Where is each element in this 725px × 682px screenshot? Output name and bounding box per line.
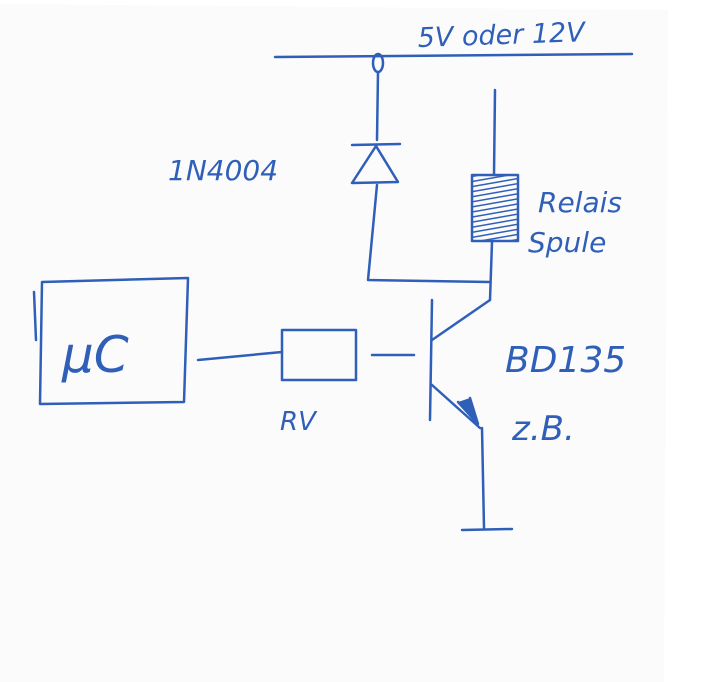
- diode-symbol: [350, 142, 402, 185]
- transistor-note: z.B.: [511, 409, 575, 449]
- transistor-symbol: [428, 298, 492, 430]
- paper-sheet: [0, 4, 668, 682]
- relay-coil: [470, 173, 520, 243]
- diode-wire: [366, 70, 492, 284]
- relay-label-line2: Spule: [528, 226, 606, 259]
- ground-symbol: [460, 527, 514, 532]
- supply-rail: [273, 52, 634, 59]
- microcontroller-box: [32, 276, 190, 406]
- resistor-label: RV: [280, 407, 318, 437]
- emitter-wire: [480, 426, 486, 530]
- relay-wire-top: [492, 88, 497, 177]
- resistor-lead: [196, 350, 284, 362]
- resistor-rv: [280, 328, 358, 382]
- supply-label: 5V oder 12V: [417, 17, 588, 54]
- relay-wire-bottom: [488, 240, 494, 302]
- transistor-label: BD135: [505, 340, 626, 381]
- diode-label: 1N4004: [168, 154, 278, 187]
- microcontroller-label: µC: [61, 326, 129, 384]
- relay-label-line1: Relais: [538, 186, 622, 219]
